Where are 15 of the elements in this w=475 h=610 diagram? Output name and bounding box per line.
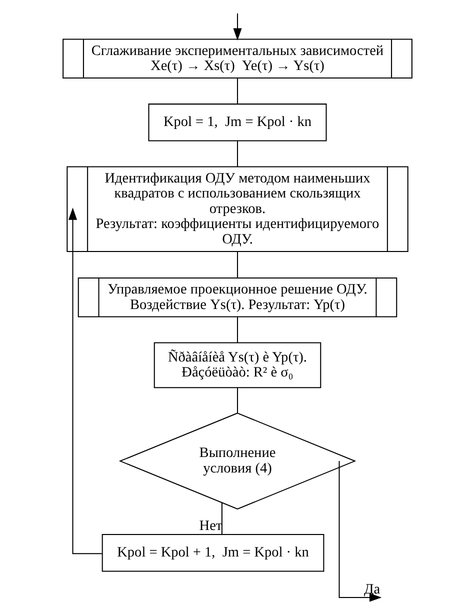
connector <box>237 316 238 342</box>
arrow <box>338 461 382 602</box>
connector <box>237 78 238 104</box>
arrow <box>68 208 102 554</box>
node-box: Kpol = 1, Jm = Kpol · kn <box>148 104 327 142</box>
node-diamond: Выполнение условия (4) <box>118 412 356 510</box>
connector <box>237 388 238 413</box>
node-box: Kpol = Kpol + 1, Jm = Kpol · kn <box>102 534 324 572</box>
edge-label: Нет <box>199 518 222 534</box>
edge-label: Да <box>364 582 380 598</box>
node-box: Ñðàâíåíèå Ys(τ) è Yp(τ). Ðåçóëüòàò: R² è σ₀ <box>154 342 322 388</box>
connector <box>237 140 238 166</box>
connector <box>237 252 238 278</box>
connector <box>221 502 222 534</box>
arrow <box>233 13 242 40</box>
